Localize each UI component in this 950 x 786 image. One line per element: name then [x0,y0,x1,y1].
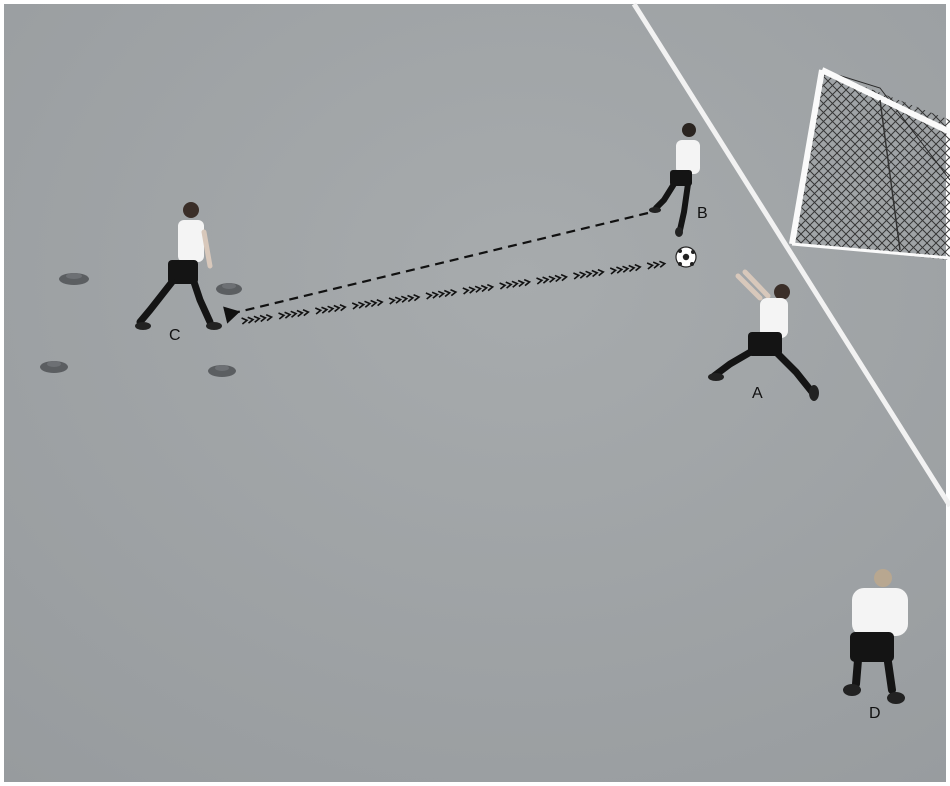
cone-icon [59,273,89,285]
player-d-label: D [869,706,881,722]
soccer-ball-icon [676,247,696,267]
floor [4,4,946,782]
player-c-label: C [169,328,181,344]
player-a-label: A [752,386,763,402]
player-b-label: B [697,206,708,222]
cone-icon [208,365,236,377]
cone-icon [40,361,68,373]
cone-icon [216,283,242,295]
